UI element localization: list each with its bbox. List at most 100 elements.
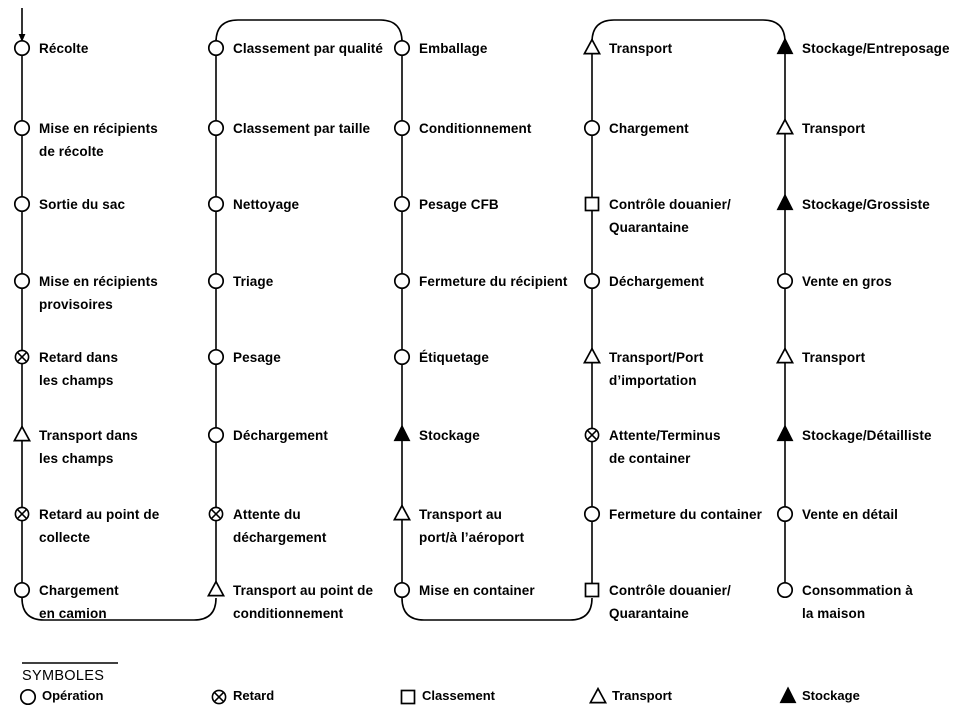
stockage-icon — [393, 424, 411, 442]
column-3-node-0-label: Emballage — [419, 41, 488, 56]
column-2-node-2-label: Nettoyage — [233, 197, 300, 212]
legend-symbols — [19, 662, 797, 706]
column-5-node-7-label: Consommation à la maison — [802, 583, 913, 621]
transport-icon — [775, 346, 795, 364]
column-2-top-bracket — [215, 19, 403, 43]
operation-icon — [207, 426, 225, 444]
retard-icon-slash-b — [16, 508, 28, 520]
column-5-node-6-operation-symbol — [776, 505, 794, 523]
legend-item-4-label: Stockage — [802, 688, 860, 703]
operation-icon — [13, 119, 31, 137]
column-1-node-4-label: Retard dans les champs — [39, 350, 119, 388]
operation-icon — [583, 119, 601, 137]
column-3 — [392, 39, 593, 621]
retard-icon-slash-b — [213, 691, 225, 703]
operation-icon — [393, 39, 411, 57]
column-5-node-3-label: Vente en gros — [802, 274, 892, 289]
stockage-icon — [776, 193, 794, 211]
column-4-node-6-operation-symbol — [583, 505, 601, 523]
operation-icon — [393, 272, 411, 290]
classement-icon — [584, 196, 600, 212]
column-2-node-1-label: Classement par taille — [233, 121, 371, 136]
column-4-node-5-retard-symbol — [584, 427, 600, 443]
column-5-node-2-stockage-symbol — [776, 193, 794, 211]
column-3-node-3-label: Fermeture du récipient — [419, 274, 568, 289]
column-3-node-7-operation-symbol — [393, 581, 411, 599]
stockage-icon — [776, 424, 794, 442]
operation-icon — [207, 272, 225, 290]
column-5-node-5-stockage-symbol — [776, 424, 794, 442]
column-3-node-6-transport-symbol — [392, 503, 412, 521]
column-3-bottom-bracket — [401, 597, 593, 621]
column-3-node-5-stockage-symbol — [393, 424, 411, 442]
column-2-node-7-label: Transport au point de conditionnement — [233, 583, 374, 621]
column-5-node-7-operation-symbol — [776, 581, 794, 599]
column-5-node-5-label: Stockage/Détailliste — [802, 428, 932, 443]
column-4-node-0-label: Transport — [609, 41, 673, 56]
column-2-node-1-operation-symbol — [207, 119, 225, 137]
column-1-node-5-label: Transport dans les champs — [39, 428, 138, 466]
legend-item-0-operation-icon — [19, 688, 37, 706]
column-1-node-6-label: Retard au point de collecte — [39, 507, 160, 545]
operation-icon — [393, 348, 411, 366]
column-4-node-2-classement-symbol — [584, 196, 600, 212]
operation-icon — [776, 505, 794, 523]
column-3-node-4-label: Étiquetage — [419, 350, 490, 365]
column-1-node-0-label: Récolte — [39, 41, 89, 56]
column-5-node-4-transport-symbol — [775, 346, 795, 364]
operation-icon — [207, 39, 225, 57]
column-4-node-5-label: Attente/Terminus de container — [609, 428, 721, 466]
column-2-node-5-label: Déchargement — [233, 428, 328, 443]
operation-icon — [393, 119, 411, 137]
operation-icon — [207, 348, 225, 366]
column-2-node-4-operation-symbol — [207, 348, 225, 366]
column-5-node-2-label: Stockage/Grossiste — [802, 197, 930, 212]
column-4 — [582, 19, 786, 598]
column-4-node-4-label: Transport/Port d’importation — [609, 350, 704, 388]
classement-icon — [584, 582, 600, 598]
column-5-node-0-stockage-symbol — [776, 37, 794, 55]
operation-icon — [13, 39, 31, 57]
column-3-node-3-operation-symbol — [393, 272, 411, 290]
legend-item-3-label: Transport — [612, 688, 672, 703]
legend-item-1-retard-icon — [211, 689, 227, 705]
column-1 — [12, 8, 217, 621]
operation-icon — [776, 272, 794, 290]
retard-icon-slash-b — [210, 508, 222, 520]
stockage-icon — [779, 686, 797, 704]
column-4-node-3-label: Déchargement — [609, 274, 704, 289]
column-1-node-1-operation-symbol — [13, 119, 31, 137]
column-4-node-7-classement-symbol — [584, 582, 600, 598]
legend-item-4-stockage-icon — [779, 686, 797, 704]
column-2 — [206, 19, 403, 597]
column-1-node-7-operation-symbol — [13, 581, 31, 599]
column-4-node-7-label: Contrôle douanier/ Quarantaine — [609, 583, 731, 621]
column-5-node-0-label: Stockage/Entreposage — [802, 41, 950, 56]
column-5-node-4-label: Transport — [802, 350, 866, 365]
operation-icon — [393, 195, 411, 213]
operation-icon — [776, 581, 794, 599]
retard-icon-slash-b — [16, 351, 28, 363]
column-1-node-2-operation-symbol — [13, 195, 31, 213]
column-2-node-3-operation-symbol — [207, 272, 225, 290]
column-5 — [775, 37, 795, 599]
operation-icon — [13, 272, 31, 290]
column-1-node-4-retard-symbol — [14, 349, 30, 365]
operation-icon — [583, 272, 601, 290]
transport-icon — [588, 686, 608, 704]
column-3-node-1-operation-symbol — [393, 119, 411, 137]
column-2-node-6-label: Attente du déchargement — [233, 507, 327, 545]
column-2-node-7-transport-symbol — [206, 579, 226, 597]
operation-icon — [207, 119, 225, 137]
column-2-node-6-retard-symbol — [208, 506, 224, 522]
operation-icon — [13, 195, 31, 213]
column-1-entry-arrowhead — [18, 34, 26, 42]
column-1-node-3-operation-symbol — [13, 272, 31, 290]
operation-icon — [207, 195, 225, 213]
operation-icon — [19, 688, 37, 706]
column-3-node-2-operation-symbol — [393, 195, 411, 213]
column-1-bottom-bracket — [21, 597, 217, 621]
column-3-node-5-label: Stockage — [419, 428, 480, 443]
